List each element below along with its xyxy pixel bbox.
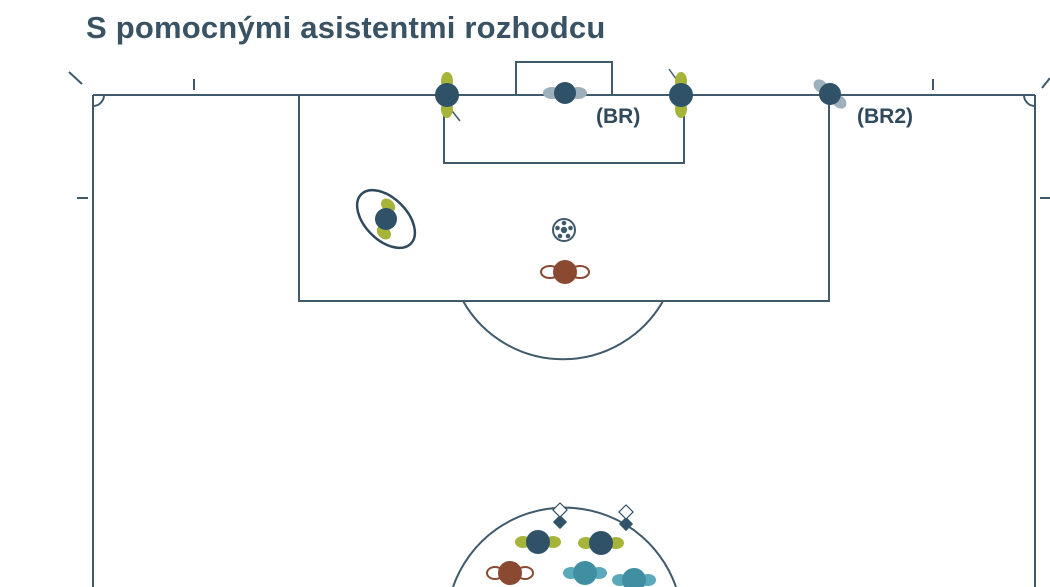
assistant-flag-icon [552,502,568,530]
referee2-label: (BR2) [857,105,913,128]
pitch-lines [68,61,1050,587]
corner-arc-left [92,94,105,107]
player-post-left [435,72,461,122]
highlighted-player [355,188,417,250]
goal-area [443,94,685,164]
corner-arc-right [1023,94,1036,107]
center-player-teal-2 [612,568,656,587]
center-player-teal-1 [563,561,607,585]
page-title: S pomocnými asistentmi rozhodcu [86,10,606,45]
center-player-1 [515,530,561,554]
assistant-flag-icon [618,504,634,532]
goal-line-assistant-referee [543,82,587,104]
second-assistant-referee [813,79,847,109]
corner-flag-left [68,71,83,85]
center-player-2 [578,531,624,555]
player-post-right [668,68,693,118]
penalty-kicker [540,260,590,284]
penalty-arc [462,300,664,361]
referee-label: (BR) [596,105,640,128]
corner-flag-right [1041,77,1050,89]
football-icon [552,218,576,242]
center-player-brown [486,561,534,585]
